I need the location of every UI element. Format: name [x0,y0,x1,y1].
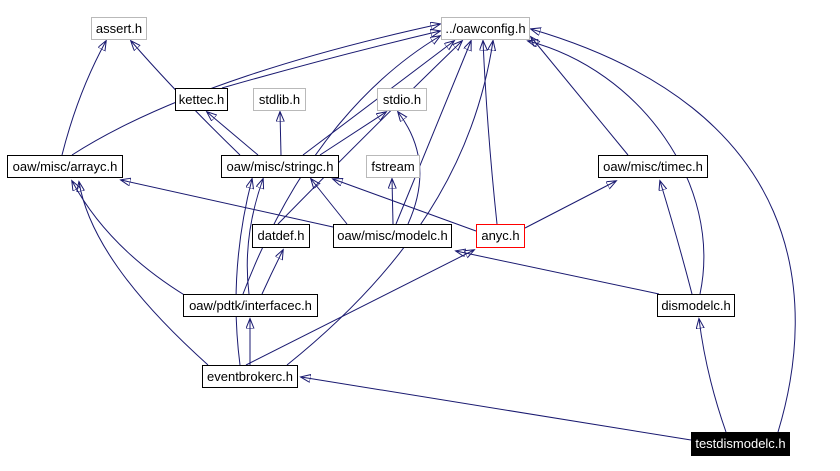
edge-anyc-to-stringc [333,179,477,232]
edge-interfacec-to-arrayc [72,181,187,297]
edge-anyc-to-timec [524,181,616,229]
edge-modelc-to-fstream [392,179,393,225]
edge-testdismodelc-to-oawconfig [531,29,796,433]
edge-modelc-to-stringc [311,179,348,225]
node-stdlib: stdlib.h [253,88,306,111]
node-interfacec[interactable]: oaw/pdtk/interfacec.h [183,294,318,317]
edge-eventbrokerc-to-oawconfig [286,41,493,366]
edge-datdef-to-oawconfig [277,41,462,225]
edge-arrayc-to-assert [61,41,106,156]
edge-eventbrokerc-to-stringc [235,179,252,366]
edge-dismodelc-to-modelc [456,251,660,295]
node-timec[interactable]: oaw/misc/timec.h [598,155,708,178]
edge-dismodelc-to-timec [660,181,693,295]
node-modelc[interactable]: oaw/misc/modelc.h [333,224,452,248]
node-datdef[interactable]: datdef.h [252,224,310,248]
node-stdio: stdio.h [377,88,427,111]
node-oawconfig: ../oawconfig.h [441,17,530,40]
edge-stringc-to-kettec [207,112,259,156]
edge-timec-to-oawconfig [531,37,629,156]
edge-modelc-to-arrayc [121,180,334,228]
edge-group [61,24,796,441]
edge-stringc-to-stdlib [280,112,281,156]
node-fstream: fstream [366,155,420,178]
node-dismodelc[interactable]: dismodelc.h [657,294,735,317]
edge-dismodelc-to-oawconfig [528,41,705,295]
edge-stringc-to-stdio [319,112,386,156]
node-arrayc[interactable]: oaw/misc/arrayc.h [7,155,123,178]
node-anyc[interactable]: anyc.h [476,224,525,248]
edge-testdismodelc-to-eventbrokerc [301,377,692,441]
node-testdismodelc: testdismodelc.h [691,432,790,456]
edge-eventbrokerc-to-anyc [245,250,474,366]
edge-testdismodelc-to-dismodelc [699,319,727,433]
edge-interfacec-to-stringc [246,179,263,295]
edge-eventbrokerc-to-arrayc [79,182,209,366]
node-eventbrokerc[interactable]: eventbrokerc.h [202,365,298,388]
edge-arrayc-to-oawconfig [71,24,440,156]
edge-anyc-to-oawconfig [483,41,498,225]
edge-interfacec-to-datdef [261,250,283,295]
edge-modelc-to-oawconfig [395,41,471,225]
node-kettec[interactable]: kettec.h [175,88,228,111]
node-stringc[interactable]: oaw/misc/stringc.h [221,155,339,178]
node-assert: assert.h [91,17,147,40]
edge-kettec-to-oawconfig [221,31,440,89]
